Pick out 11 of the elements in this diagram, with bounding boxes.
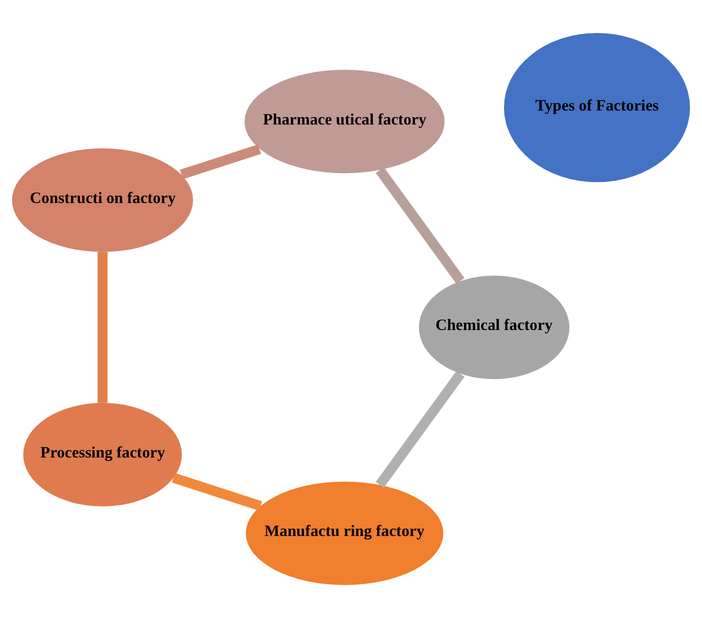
connector: [376, 370, 464, 488]
connector: [172, 472, 262, 510]
connector: [98, 251, 108, 402]
node-ellipse: Pharmace utical factory: [244, 69, 445, 173]
node-ellipse: Manufactu ring factory: [246, 481, 444, 585]
node-ellipse: Processing factory: [23, 402, 182, 506]
connector: [180, 144, 262, 179]
node-ellipse: Chemical factory: [418, 275, 570, 379]
node-ellipse: Types of Factories: [504, 32, 690, 182]
connector: [376, 166, 464, 284]
node-ellipse: Constructi on factory: [12, 148, 194, 252]
